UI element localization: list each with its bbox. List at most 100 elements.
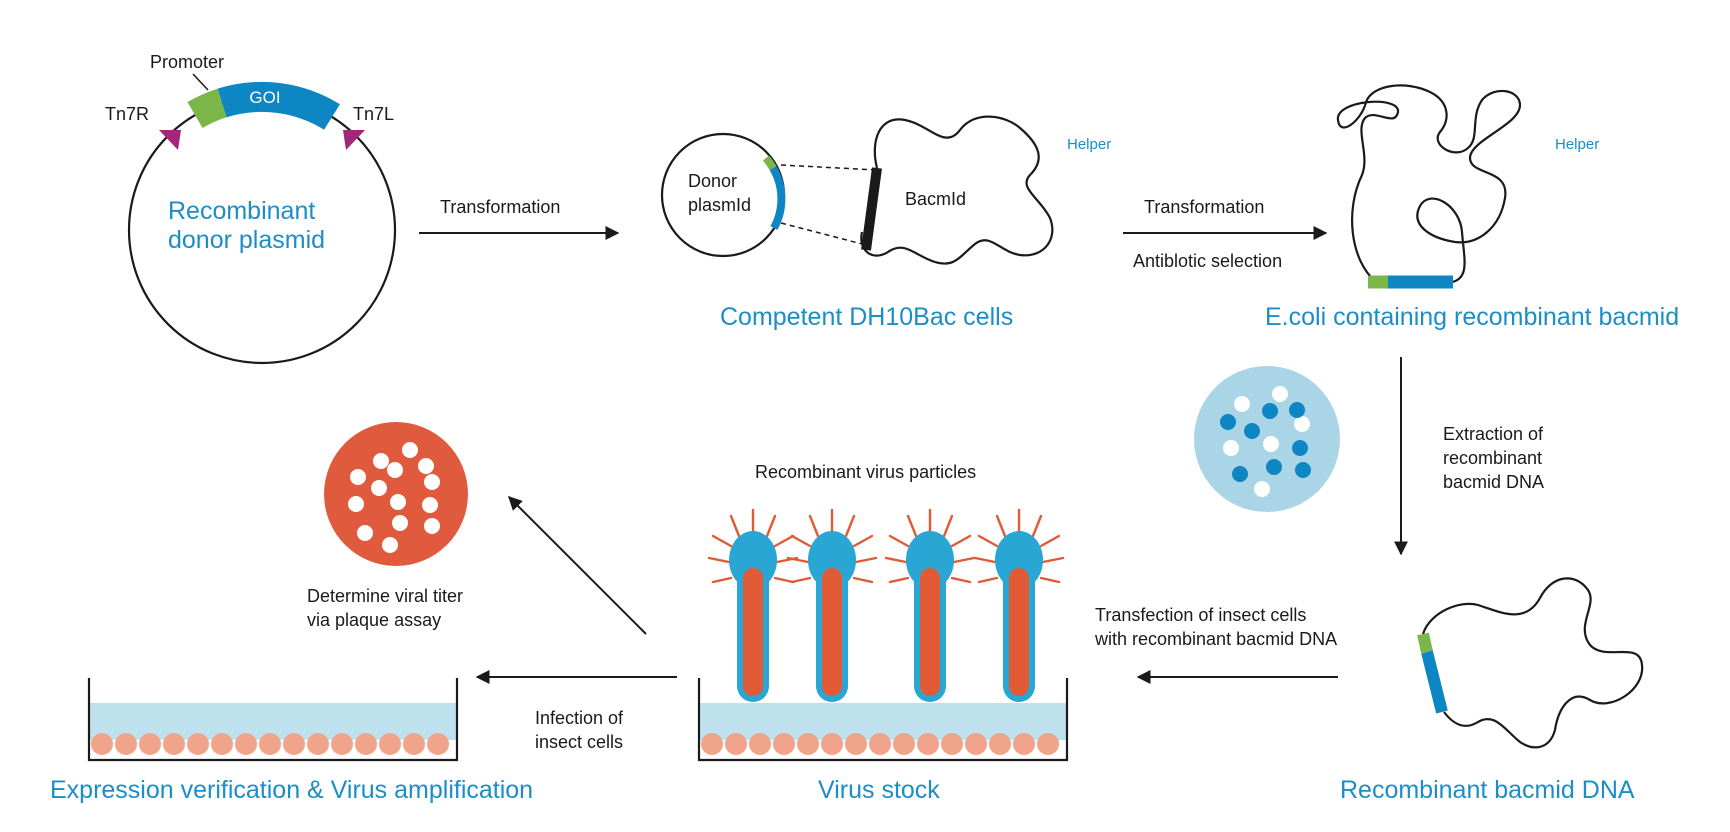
insect-cell (893, 733, 915, 755)
donor-goi-segment (769, 165, 786, 230)
insect-cell (331, 733, 353, 755)
donor-plasmid-label-line2: plasmId (688, 195, 751, 215)
donor-plasmid-label-line1: Donor (688, 171, 737, 191)
insect-cell (403, 733, 425, 755)
virus-stock-panel: Recombinant virus particles Virus stock (697, 462, 1069, 804)
culture-well (87, 678, 459, 762)
transfection-arrow: Transfection of insect cells with recomb… (1094, 605, 1338, 684)
transformation-arrow-2: Transformation Antiblotic selection (1123, 197, 1328, 271)
extraction-label-line2: recombinant (1443, 448, 1542, 468)
promoter-label: Promoter (150, 52, 224, 72)
recombinant-bacmid-dna: Recombinant bacmid DNA (1340, 577, 1644, 804)
goi-label: GOI (249, 88, 280, 107)
plasmid-title-line1: Recombinant (168, 197, 315, 225)
insect-cell (355, 733, 377, 755)
tn7r-label: Tn7R (105, 104, 149, 124)
insect-cell (163, 733, 185, 755)
insect-cell (115, 733, 137, 755)
insect-cell (1013, 733, 1035, 755)
virus-stock-caption: Virus stock (818, 776, 940, 804)
goi-segment (217, 81, 340, 130)
transfection-label-line1: Transfection of insect cells (1095, 605, 1306, 625)
ecoli-caption: E.coli containing recombinant bacmid (1265, 303, 1679, 331)
insect-cell (307, 733, 329, 755)
donor-promoter-segment (762, 155, 777, 171)
insect-cell-layer (91, 733, 449, 755)
insect-cell (379, 733, 401, 755)
ecoli-panel: Helper E.coli containing recombinant bac… (1265, 84, 1679, 331)
insect-cell (941, 733, 963, 755)
extraction-label-line3: bacmid DNA (1443, 472, 1544, 492)
infection-arrow: Infection of insect cells (475, 670, 677, 752)
antibiotic-selection-label: Antiblotic selection (1133, 251, 1282, 271)
transfection-label-line2: with recombinant bacmid DNA (1094, 629, 1337, 649)
plaque-assay-label-line2: via plaque assay (307, 610, 441, 630)
dashed-connector-top (780, 164, 878, 171)
bacmid-loop (1336, 84, 1522, 284)
virus-particle (786, 508, 878, 704)
bacmid-dna-loop (1421, 577, 1644, 749)
insect-cell (917, 733, 939, 755)
insect-cell (965, 733, 987, 755)
insect-cell (989, 733, 1011, 755)
plasmid-title-line2: donor plasmid (168, 226, 325, 254)
bacterial-colony-plate (1194, 366, 1340, 512)
insect-cell (821, 733, 843, 755)
virus-particles-label: Recombinant virus particles (755, 462, 976, 482)
virus-particle (973, 508, 1065, 704)
insect-cell (211, 733, 233, 755)
plaque-assay-panel: Determine viral titer via plaque assay (307, 422, 468, 630)
insect-cell (283, 733, 305, 755)
extraction-arrow: Extraction of recombinant bacmid DNA (1394, 357, 1544, 556)
insect-cell (845, 733, 867, 755)
insect-cell (139, 733, 161, 755)
bacmid-label: BacmId (905, 189, 966, 209)
insect-cell (1037, 733, 1059, 755)
helper-label-1: Helper (1067, 136, 1111, 153)
plaque-assay-label-line1: Determine viral titer (307, 586, 463, 606)
extraction-label-line1: Extraction of (1443, 424, 1544, 444)
transformation-label-1: Transformation (440, 197, 560, 217)
culture-well (697, 678, 1069, 762)
recombinant-donor-plasmid: Promoter GOI Tn7R Tn7L Recombinant donor… (105, 52, 397, 365)
insect-cell (725, 733, 747, 755)
plaques (348, 442, 440, 553)
transformation-arrow-1: Transformation (419, 197, 620, 240)
promoter-segment (187, 88, 227, 129)
infection-label-line2: insect cells (535, 732, 623, 752)
insect-cell (187, 733, 209, 755)
bacmid-dna-goi-segment (1421, 650, 1448, 714)
tn7r-marker-icon (159, 130, 181, 150)
insect-cell (701, 733, 723, 755)
tn7l-marker-icon (343, 130, 365, 150)
tn7l-label: Tn7L (353, 104, 394, 124)
insect-cell (235, 733, 257, 755)
insect-cell (749, 733, 771, 755)
virus-particle (884, 508, 976, 704)
insect-cell (869, 733, 891, 755)
bacmid-dna-caption: Recombinant bacmid DNA (1340, 776, 1635, 804)
competent-cells-panel: Donor plasmId BacmId Helper Competent DH… (660, 115, 1111, 331)
virus-particle (707, 508, 799, 704)
competent-cells-caption: Competent DH10Bac cells (720, 303, 1013, 331)
transformation-label-2: Transformation (1144, 197, 1264, 217)
blue-colonies (1220, 402, 1311, 482)
plaque-assay-arrow-icon (508, 496, 647, 635)
bacmid-insertion-site (861, 167, 882, 251)
expression-caption: Expression verification & Virus amplific… (50, 776, 533, 804)
insect-cell-layer (701, 733, 1059, 755)
expression-panel: Expression verification & Virus amplific… (50, 678, 533, 804)
infection-label-line1: Infection of (535, 708, 624, 728)
insect-cell (427, 733, 449, 755)
bacmid-dna-promoter-segment (1417, 632, 1433, 654)
promoter-leader-line (192, 73, 209, 91)
insect-cell (91, 733, 113, 755)
insect-cell (773, 733, 795, 755)
bacmid-outline (860, 115, 1054, 265)
insect-cell (259, 733, 281, 755)
dashed-connector-bottom (780, 222, 867, 246)
white-colonies (1223, 386, 1310, 497)
insect-cell (797, 733, 819, 755)
helper-label-2: Helper (1555, 136, 1599, 153)
